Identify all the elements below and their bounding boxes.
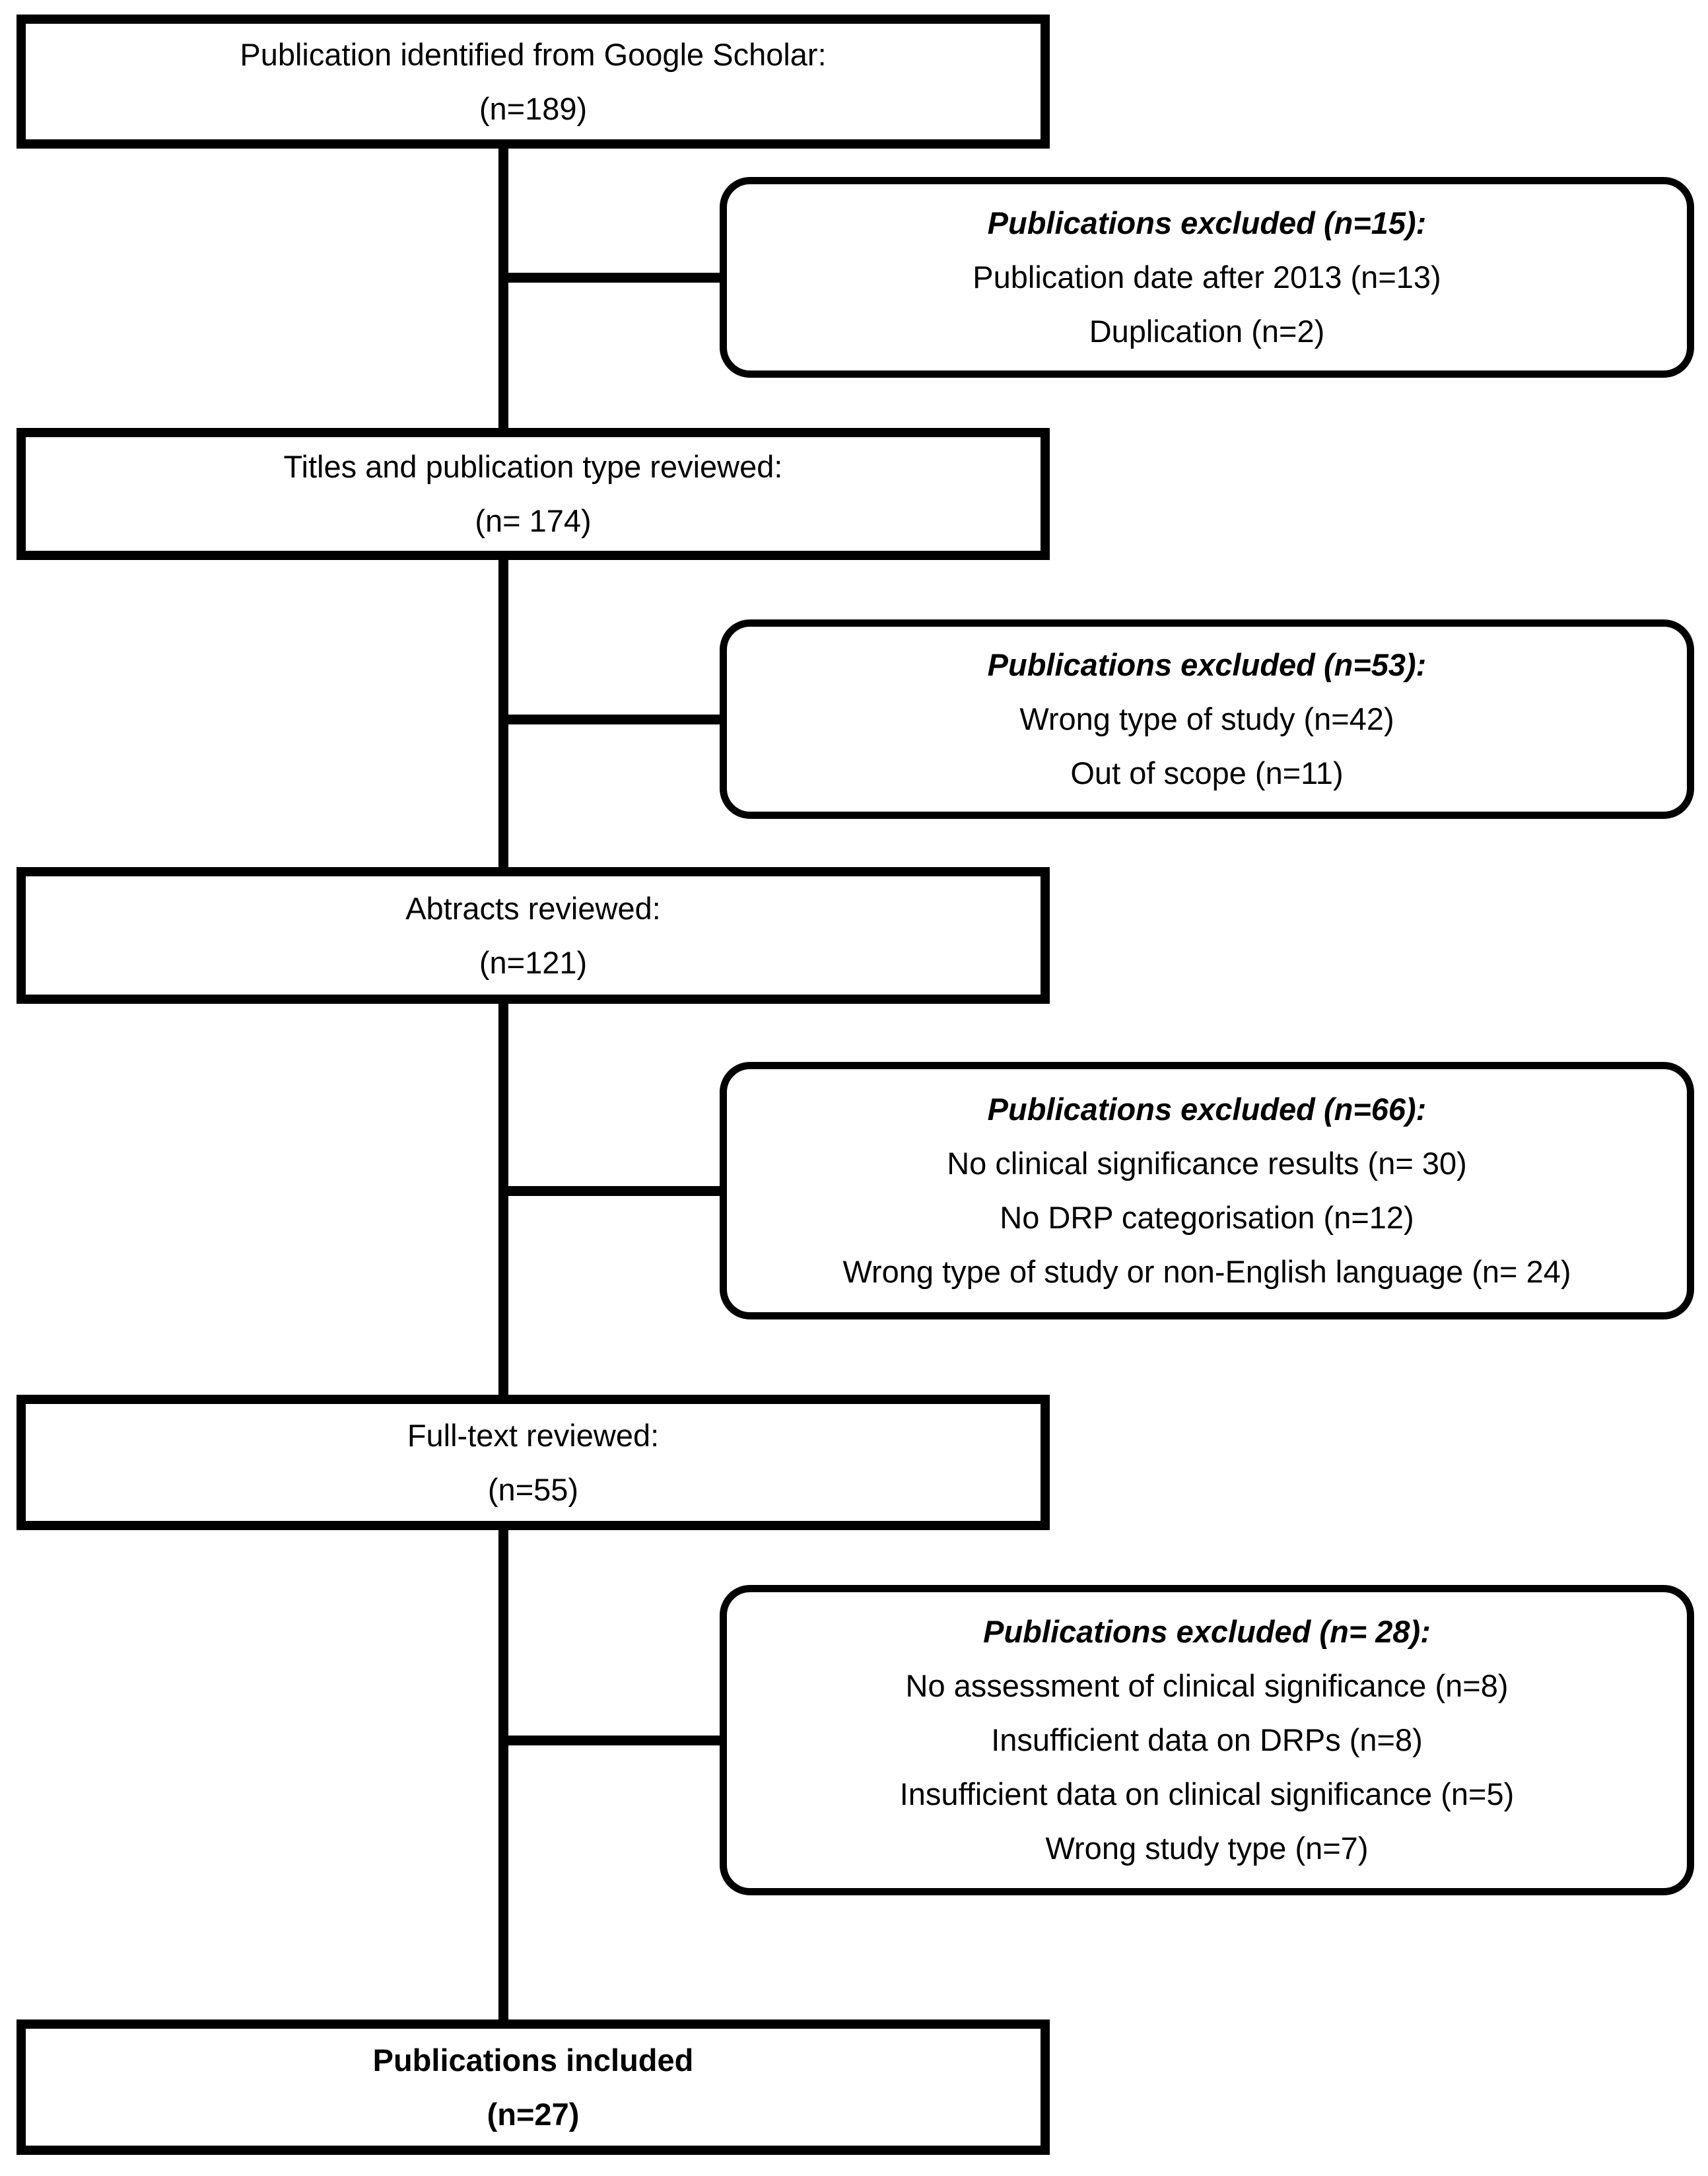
exclusion-title-4: Publications excluded (n= 28): (983, 1614, 1431, 1650)
connector-trunk-3 (498, 1004, 508, 1396)
connector-branch-4 (498, 1736, 726, 1745)
connector-branch-1 (498, 273, 726, 283)
exclusion-reason-4-1: No assessment of clinical significance (… (905, 1668, 1509, 1704)
stage-box-included: Publications included (n=27) (17, 2019, 1050, 2155)
stage-box-identified: Publication identified from Google Schol… (17, 15, 1050, 149)
stage-fulltext-count: (n=55) (487, 1471, 579, 1507)
exclusion-reason-2-2: Out of scope (n=11) (1070, 755, 1344, 790)
exclusion-box-after-identification: Publications excluded (n=15): Publicatio… (720, 177, 1694, 378)
exclusion-reason-4-4: Wrong study type (n=7) (1045, 1830, 1369, 1866)
exclusion-reason-4-2: Insufficient data on DRPs (n=8) (991, 1722, 1423, 1758)
stage-included-count: (n=27) (487, 2096, 580, 2132)
exclusion-reason-1-1: Publication date after 2013 (n=13) (973, 260, 1441, 295)
exclusion-box-after-fulltext: Publications excluded (n= 28): No assess… (720, 1585, 1694, 1895)
exclusion-reason-2-1: Wrong type of study (n=42) (1019, 701, 1394, 737)
stage-box-titles-reviewed: Titles and publication type reviewed: (n… (17, 428, 1050, 560)
exclusion-box-after-abstracts: Publications excluded (n=66): No clinica… (720, 1062, 1694, 1319)
exclusion-title-1: Publications excluded (n=15): (987, 205, 1427, 241)
connector-trunk-2 (498, 560, 508, 868)
exclusion-reason-3-1: No clinical significance results (n= 30) (947, 1146, 1467, 1181)
exclusion-reason-1-2: Duplication (n=2) (1089, 313, 1325, 349)
connector-branch-2 (498, 715, 726, 724)
stage-box-abstracts-reviewed: Abtracts reviewed: (n=121) (17, 867, 1050, 1004)
stage-titles-count: (n= 174) (475, 503, 592, 538)
stage-box-fulltext-reviewed: Full-text reviewed: (n=55) (17, 1395, 1050, 1530)
exclusion-reason-3-2: No DRP categorisation (n=12) (1000, 1200, 1414, 1235)
stage-fulltext-label: Full-text reviewed: (407, 1417, 660, 1453)
stage-titles-label: Titles and publication type reviewed: (283, 449, 783, 485)
connector-branch-3 (498, 1186, 726, 1196)
stage-identified-count: (n=189) (479, 90, 588, 126)
exclusion-box-after-titles: Publications excluded (n=53): Wrong type… (720, 619, 1694, 819)
exclusion-title-3: Publications excluded (n=66): (987, 1092, 1427, 1127)
exclusion-reason-3-3: Wrong type of study or non-English langu… (842, 1253, 1571, 1289)
exclusion-reason-4-3: Insufficient data on clinical significan… (899, 1776, 1515, 1811)
stage-abstracts-label: Abtracts reviewed: (405, 890, 661, 926)
connector-trunk-4 (498, 1530, 508, 2021)
stage-identified-label: Publication identified from Google Schol… (240, 36, 827, 72)
stage-included-label: Publications included (372, 2042, 694, 2078)
stage-abstracts-count: (n=121) (479, 944, 588, 980)
exclusion-title-2: Publications excluded (n=53): (987, 647, 1427, 683)
connector-trunk-1 (498, 149, 508, 429)
